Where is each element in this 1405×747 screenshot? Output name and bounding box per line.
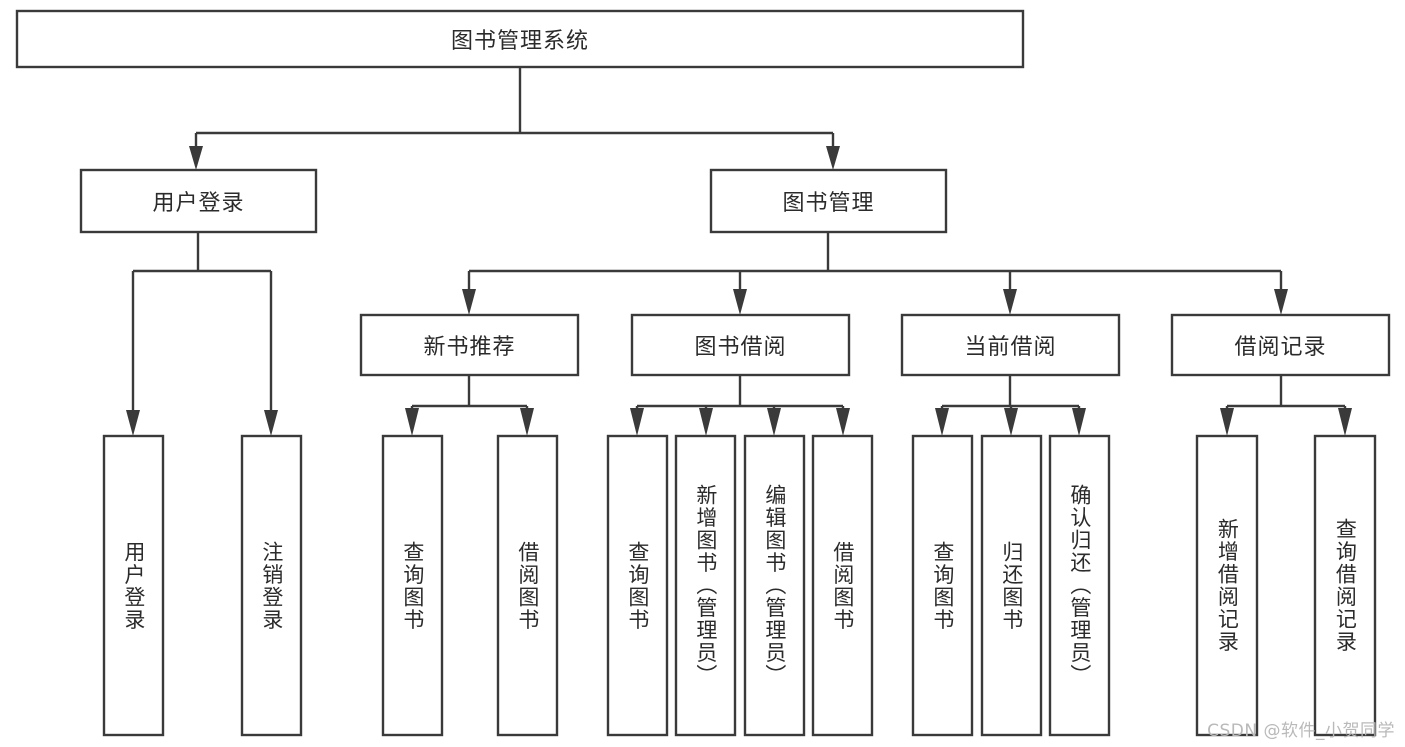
- connector-new-book-recommend-to-leaves: [405, 375, 534, 436]
- leaf-box-book-borrow-0[interactable]: [606, 434, 669, 737]
- arrow-head-icon: [935, 408, 949, 436]
- arrow-head-icon: [405, 408, 419, 436]
- node-book-borrow-box[interactable]: [630, 313, 851, 377]
- arrow-head-icon: [836, 408, 850, 436]
- node-book-management-box[interactable]: [709, 168, 948, 234]
- connector-root-to-level2: [189, 67, 840, 170]
- watermark-text: CSDN @软件_小贺同学: [1207, 721, 1395, 741]
- leaf-box-new-book-1[interactable]: [496, 434, 559, 737]
- arrow-head-icon: [1220, 408, 1234, 436]
- leaf-box-current-borrow-2[interactable]: [1048, 434, 1111, 737]
- arrow-head-icon: [189, 146, 203, 170]
- connector-book-management-to-level3: [462, 232, 1288, 315]
- leaf-box-current-borrow-0[interactable]: [911, 434, 974, 737]
- leaf-box-book-borrow-1[interactable]: [674, 434, 737, 737]
- arrow-head-icon: [1274, 289, 1288, 315]
- arrow-head-icon: [264, 410, 278, 436]
- connector-borrow-record-to-leaves: [1220, 375, 1352, 436]
- leaf-box-user-login-0[interactable]: [102, 434, 165, 737]
- node-new-book-recommend-box[interactable]: [359, 313, 580, 377]
- leaf-box-current-borrow-1[interactable]: [980, 434, 1043, 737]
- node-user-login-box[interactable]: [79, 168, 318, 234]
- node-borrow-record-box[interactable]: [1170, 313, 1391, 377]
- connector-book-borrow-to-leaves: [630, 375, 850, 436]
- connector-current-borrow-to-leaves: [935, 375, 1086, 436]
- arrow-head-icon: [1004, 408, 1018, 436]
- leaf-box-book-borrow-2[interactable]: [743, 434, 806, 737]
- node-current-borrow-box[interactable]: [900, 313, 1121, 377]
- arrow-head-icon: [1338, 408, 1352, 436]
- arrow-head-icon: [767, 408, 781, 436]
- leaf-box-book-borrow-3[interactable]: [811, 434, 874, 737]
- arrow-head-icon: [1003, 289, 1017, 315]
- arrow-head-icon: [733, 289, 747, 315]
- arrow-head-icon: [699, 408, 713, 436]
- arrow-head-icon: [630, 408, 644, 436]
- connector-user-login-to-leaves: [126, 232, 278, 436]
- arrow-head-icon: [520, 408, 534, 436]
- leaf-box-borrow-record-0[interactable]: [1195, 434, 1259, 737]
- node-root-box[interactable]: [15, 9, 1025, 69]
- arrow-head-icon: [1072, 408, 1086, 436]
- arrow-head-icon: [462, 289, 476, 315]
- leaf-box-user-login-1[interactable]: [240, 434, 303, 737]
- arrow-head-icon: [826, 146, 840, 170]
- leaf-box-borrow-record-1[interactable]: [1313, 434, 1377, 737]
- arrow-head-icon: [126, 410, 140, 436]
- leaf-box-new-book-0[interactable]: [381, 434, 444, 737]
